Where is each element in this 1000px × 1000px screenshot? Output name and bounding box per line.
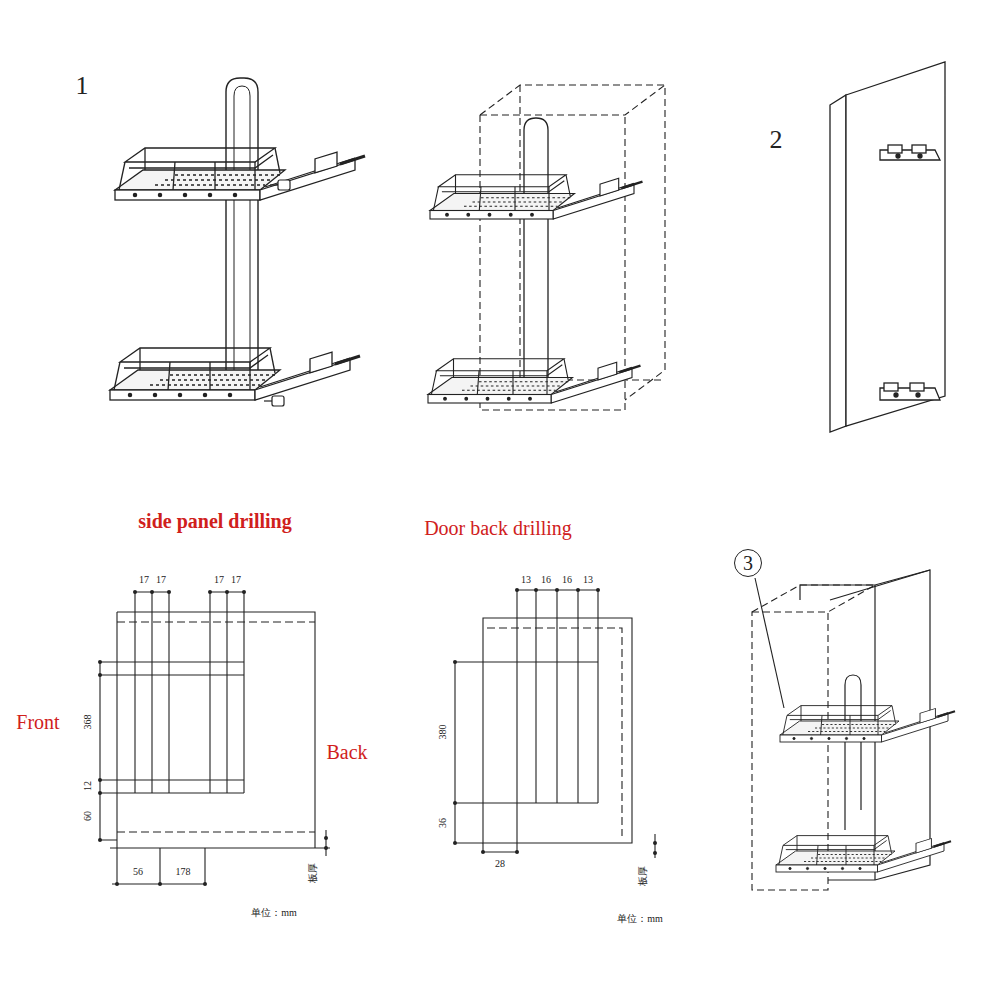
dimension: 60 [83,811,93,821]
dimension: 17 [214,575,224,585]
unit-note: 单位：mm [617,914,663,924]
dimension: 178 [176,867,191,877]
dimension: 380 [438,725,448,740]
dimension: 368 [83,715,93,730]
dimension: 17 [156,575,166,585]
dimension: 56 [133,867,143,877]
dimension: 36 [438,818,448,828]
dimension: 12 [83,781,93,791]
door-panel [830,62,945,432]
section-heading: side panel drilling [138,511,291,531]
figure-number: 1 [76,73,89,99]
callout-number: 3 [743,553,753,573]
side-label: Back [326,742,367,762]
dimension: 13 [521,575,531,585]
dimension: 13 [583,575,593,585]
pullout-basket [110,78,365,406]
section-heading: Door back drilling [424,518,572,538]
dimension: 28 [495,859,505,869]
basket-in-cabinet [428,85,665,410]
thickness-label: 板厚 [638,866,648,886]
thickness-label: 板厚 [308,863,318,883]
dimension: 16 [541,575,551,585]
dimension: 16 [562,575,572,585]
unit-note: 单位：mm [251,908,297,918]
side-label: Front [16,712,59,732]
dimension: 17 [231,575,241,585]
leader-line [755,578,784,708]
installed-cabinet [752,570,955,890]
figure-number: 2 [770,127,783,153]
callout-circle: 3 [734,549,762,577]
dimension: 17 [139,575,149,585]
side-panel-drilling [98,590,330,886]
door-back-drilling [453,588,657,858]
